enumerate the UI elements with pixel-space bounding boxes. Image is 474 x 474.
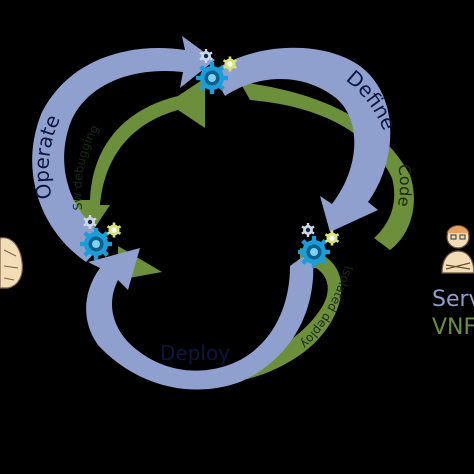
outer-arrow-operate [32, 36, 215, 262]
outer-arrow-define [212, 47, 391, 232]
outer-arrow-deploy [86, 248, 314, 390]
person-icon [0, 237, 23, 289]
vnf-label: VNF [432, 315, 474, 340]
inner-arrow-sw-debugging [70, 78, 205, 232]
outer-cycle-arrows [32, 36, 391, 390]
phase-label-deploy: Deploy [160, 341, 230, 365]
inner-arrow-code [240, 82, 414, 250]
gear-cluster-icon [80, 215, 122, 260]
developer-person-icon [441, 225, 474, 274]
service-label: Serv [432, 287, 474, 312]
